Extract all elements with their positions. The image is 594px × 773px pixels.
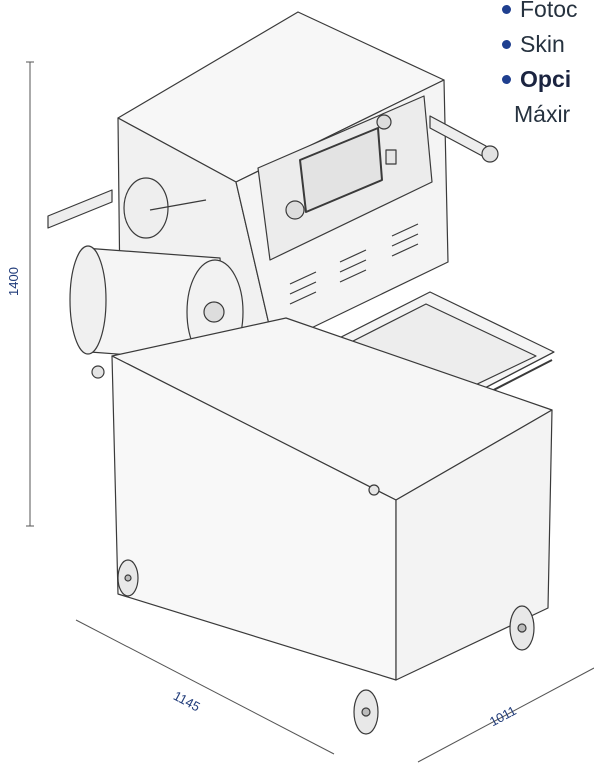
feature-text: Fotoc — [520, 0, 578, 22]
bullet-dot-icon — [502, 5, 511, 14]
feature-text: Opci — [520, 66, 572, 92]
feature-text: Skin — [520, 31, 565, 57]
machine-hood — [47, 11, 499, 347]
bullet-dot-icon — [502, 75, 511, 84]
feature-item: Skin — [500, 27, 594, 62]
feature-item: Opci — [500, 62, 594, 97]
dimension-lines — [26, 61, 594, 763]
height-dimension: 1400 — [6, 267, 21, 296]
feature-continuation: Máxir — [514, 101, 571, 127]
casters — [117, 559, 535, 735]
feature-item: Fotoc — [500, 0, 594, 27]
film-roll — [69, 177, 244, 365]
feature-list: Fotoc Skin Opci Máxir — [500, 0, 594, 132]
bullet-dot-icon — [502, 40, 511, 49]
